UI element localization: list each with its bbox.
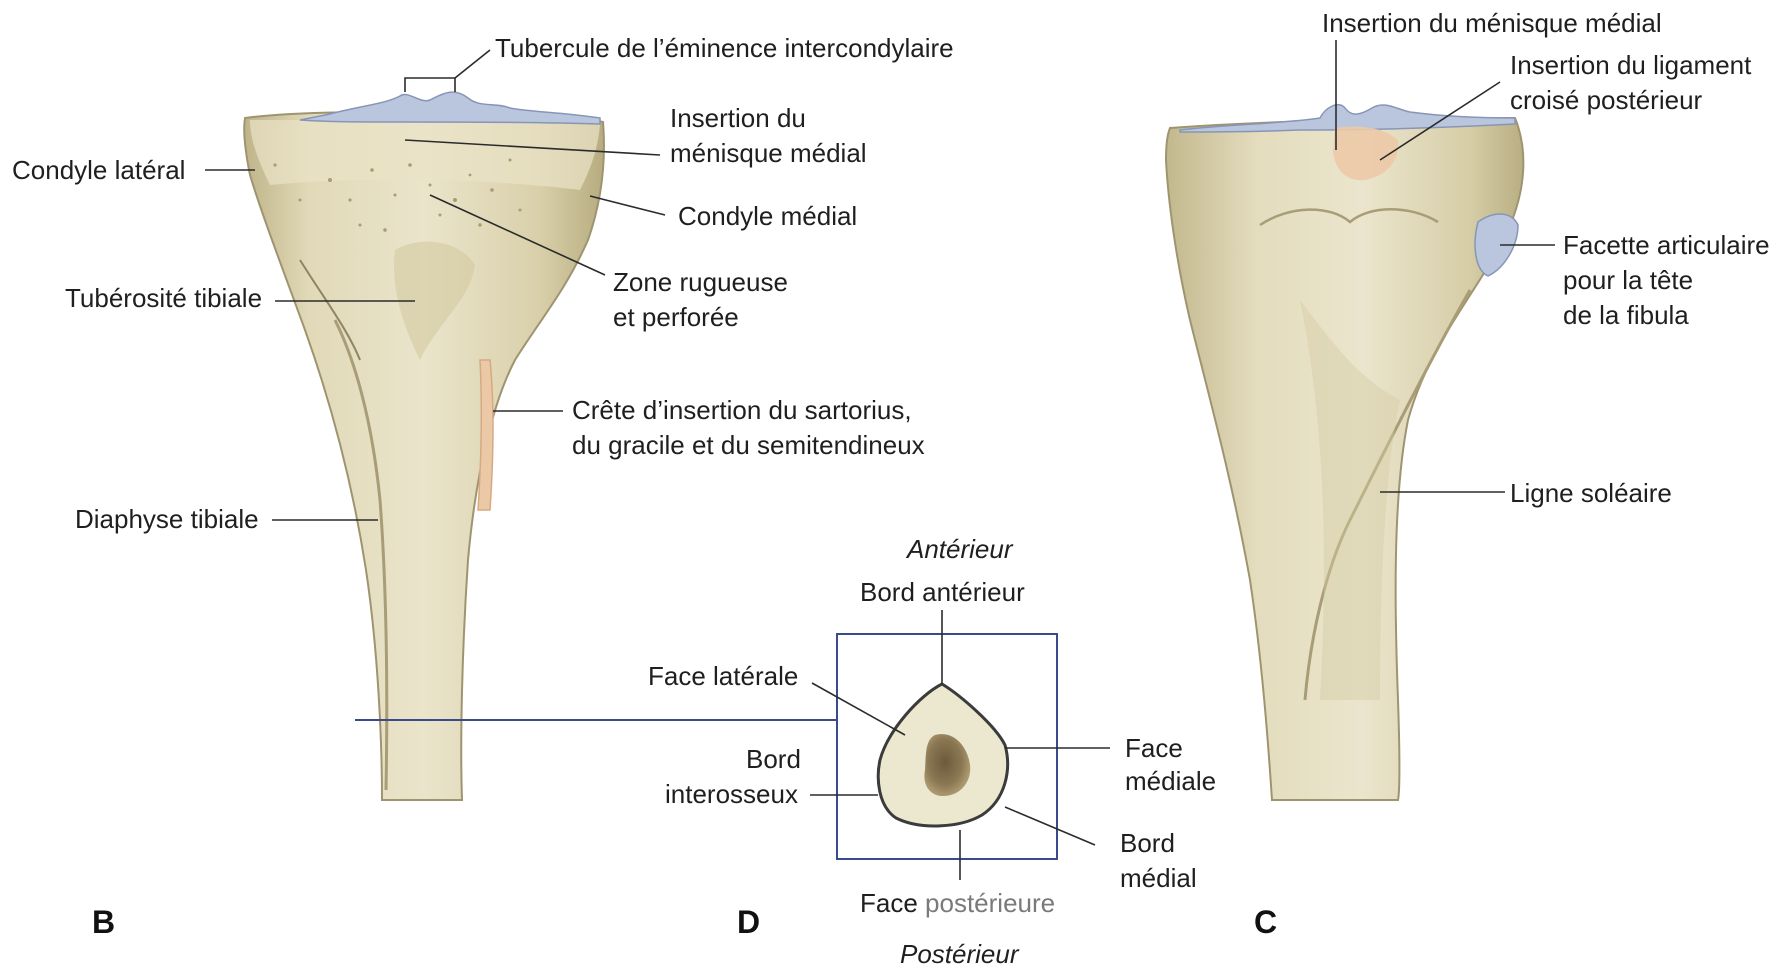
label-bord-medial-line1: Bord bbox=[1120, 826, 1175, 861]
label-zone-rugueuse-line1: Zone rugueuse bbox=[613, 265, 788, 300]
label-diaphyse-tibiale: Diaphyse tibiale bbox=[75, 502, 259, 537]
label-face-posterieure: Face postérieure bbox=[860, 886, 1055, 921]
label-facette-articulaire-line1: Facette articulaire bbox=[1563, 228, 1770, 263]
tibial-plateau-cartilage bbox=[300, 92, 600, 124]
label-ligne-soleaire: Ligne soléaire bbox=[1510, 476, 1672, 511]
label-crete-sartorius-line2: du gracile et du semitendineux bbox=[572, 428, 925, 463]
panel-letter-c: C bbox=[1254, 905, 1277, 940]
panel-letter-b: B bbox=[92, 905, 115, 940]
label-face-laterale: Face latérale bbox=[648, 659, 798, 694]
label-face-posterieure-a: Face bbox=[860, 888, 925, 918]
label-tuberosite-tibiale: Tubérosité tibiale bbox=[65, 281, 262, 316]
label-bord-medial-line2: médial bbox=[1120, 861, 1197, 896]
label-condyle-medial: Condyle médial bbox=[678, 199, 857, 234]
label-facette-articulaire-line2: pour la tête bbox=[1563, 263, 1693, 298]
label-face-mediale-line2: médiale bbox=[1125, 764, 1216, 799]
label-zone-rugueuse-line2: et perforée bbox=[613, 300, 739, 335]
label-tubercule-eminence: Tubercule de l’éminence intercondylaire bbox=[495, 31, 954, 66]
panel-d-cross-section bbox=[837, 634, 1057, 859]
label-insertion-menisque-b-line2: ménisque médial bbox=[670, 136, 867, 171]
panel-c-posterior-tibia bbox=[1166, 105, 1523, 800]
label-condyle-lateral: Condyle latéral bbox=[12, 153, 185, 188]
label-facette-articulaire-line3: de la fibula bbox=[1563, 298, 1689, 333]
label-ligament-croise-line1: Insertion du ligament bbox=[1510, 48, 1751, 83]
panel-b-anterior-tibia bbox=[244, 92, 604, 800]
label-crete-sartorius-line1: Crête d’insertion du sartorius, bbox=[572, 393, 912, 428]
label-insertion-menisque-medial-c: Insertion du ménisque médial bbox=[1322, 6, 1662, 41]
label-anterieur: Antérieur bbox=[907, 532, 1013, 567]
label-ligament-croise-line2: croisé postérieur bbox=[1510, 83, 1702, 118]
label-insertion-menisque-b-line1: Insertion du bbox=[670, 101, 806, 136]
condyle-band bbox=[250, 120, 600, 190]
label-bord-anterieur: Bord antérieur bbox=[860, 575, 1025, 610]
panel-letter-d: D bbox=[737, 905, 760, 940]
tibia-b-bone bbox=[244, 112, 604, 800]
label-bord-interosseux-line1: Bord bbox=[746, 742, 801, 777]
label-face-mediale-line1: Face bbox=[1125, 731, 1183, 766]
label-face-posterieure-b: postérieure bbox=[925, 888, 1055, 918]
label-bord-interosseux-line2: interosseux bbox=[665, 777, 798, 812]
label-posterieur: Postérieur bbox=[900, 937, 1019, 972]
